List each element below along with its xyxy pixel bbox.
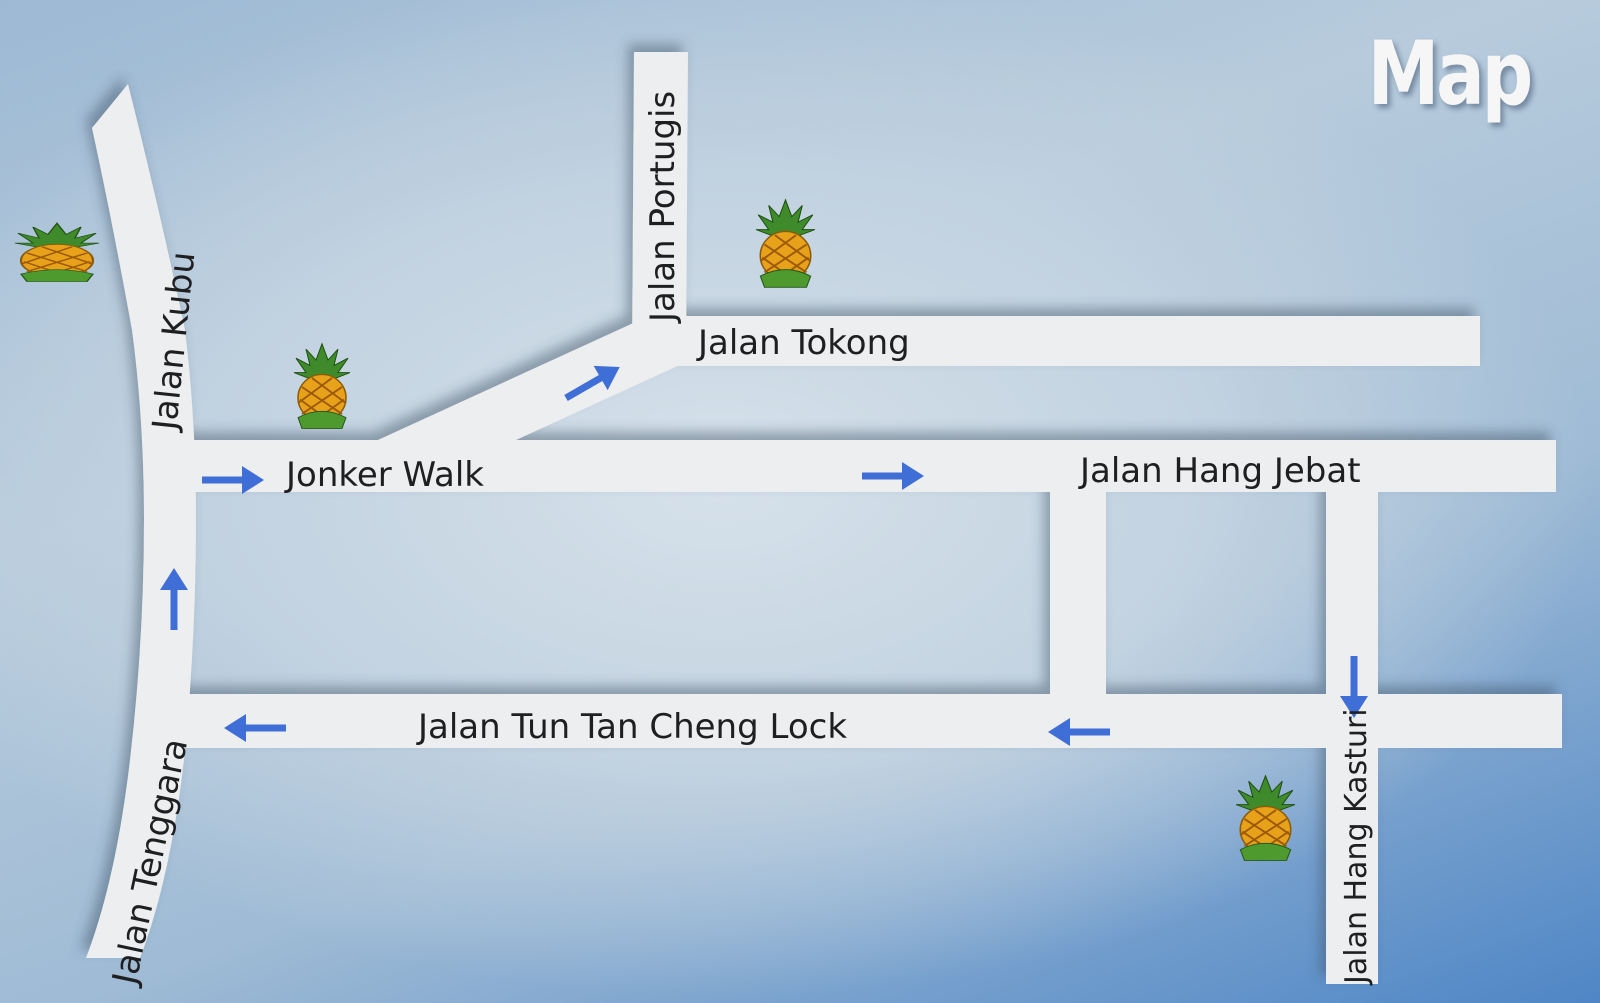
label-jalan-hang-jebat: Jalan Hang Jebat [1080, 451, 1361, 491]
pineapple-icon [293, 342, 351, 430]
road-jalan-kubu [86, 84, 196, 958]
roads [86, 52, 1562, 984]
road-jalan-hang-kasturi [1326, 470, 1378, 984]
label-jalan-tun-tan-cheng-lock: Jalan Tun Tan Cheng Lock [418, 707, 848, 747]
label-jalan-portugis: Jalan Portugis [643, 90, 683, 322]
label-jalan-hang-kasturi: Jalan Hang Kasturi [1339, 708, 1374, 984]
road-jalan-tokong [634, 316, 1480, 366]
pineapple-icon [755, 198, 816, 289]
road-jonker-walk [170, 440, 1556, 492]
label-jalan-tokong: Jalan Tokong [698, 323, 910, 363]
road-connector [1050, 470, 1106, 720]
pineapple-icon [1235, 774, 1296, 862]
road-jonker-diagonal [378, 320, 682, 440]
map-title: Map [1367, 22, 1534, 125]
road-jalan-portugis [632, 52, 688, 364]
road-jalan-tun-tan-cheng-lock [170, 694, 1562, 748]
label-jonker-walk: Jonker Walk [286, 455, 484, 495]
pineapple-icon [13, 221, 101, 284]
